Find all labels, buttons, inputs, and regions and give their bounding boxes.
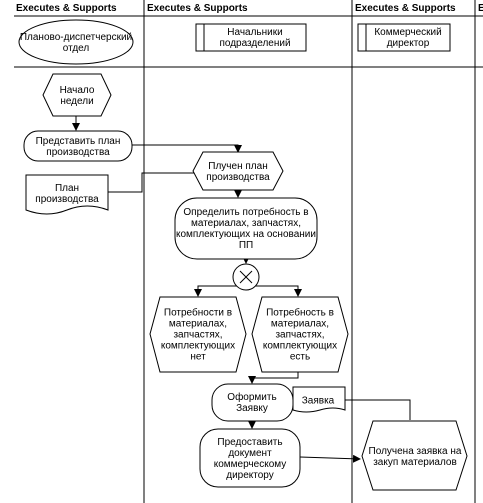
task-submit-to-director xyxy=(199,428,301,488)
flow-exist-to-request xyxy=(248,372,299,384)
event-start xyxy=(42,73,112,117)
gateway-xor-mark-b xyxy=(239,270,253,284)
event-request-received xyxy=(361,420,468,491)
role-dept-heads xyxy=(195,23,307,52)
lane-header-4: E xyxy=(478,3,483,14)
doc-request-label: Заявка xyxy=(302,396,335,407)
task-determine-needs xyxy=(174,197,318,260)
flow-gateway-to-exist xyxy=(246,285,302,297)
flow-doc-link xyxy=(108,172,195,193)
event-needs-exist xyxy=(251,296,349,373)
flow-submit-to-director xyxy=(299,454,361,463)
doc-production-plan xyxy=(25,174,109,215)
role-planning-dispatch xyxy=(18,19,134,65)
flow-present-to-received xyxy=(132,144,242,153)
lane-header-1: Executes & Supports xyxy=(16,3,117,14)
lane-header-2: Executes & Supports xyxy=(147,3,248,14)
role-commercial-director xyxy=(357,23,451,52)
event-needs-none xyxy=(149,296,247,373)
event-plan-received xyxy=(192,151,284,191)
lane-header-3: Executes & Supports xyxy=(355,3,456,14)
flow-doc-to-director xyxy=(345,399,411,420)
doc-request xyxy=(292,386,346,413)
task-present-plan xyxy=(23,130,133,162)
